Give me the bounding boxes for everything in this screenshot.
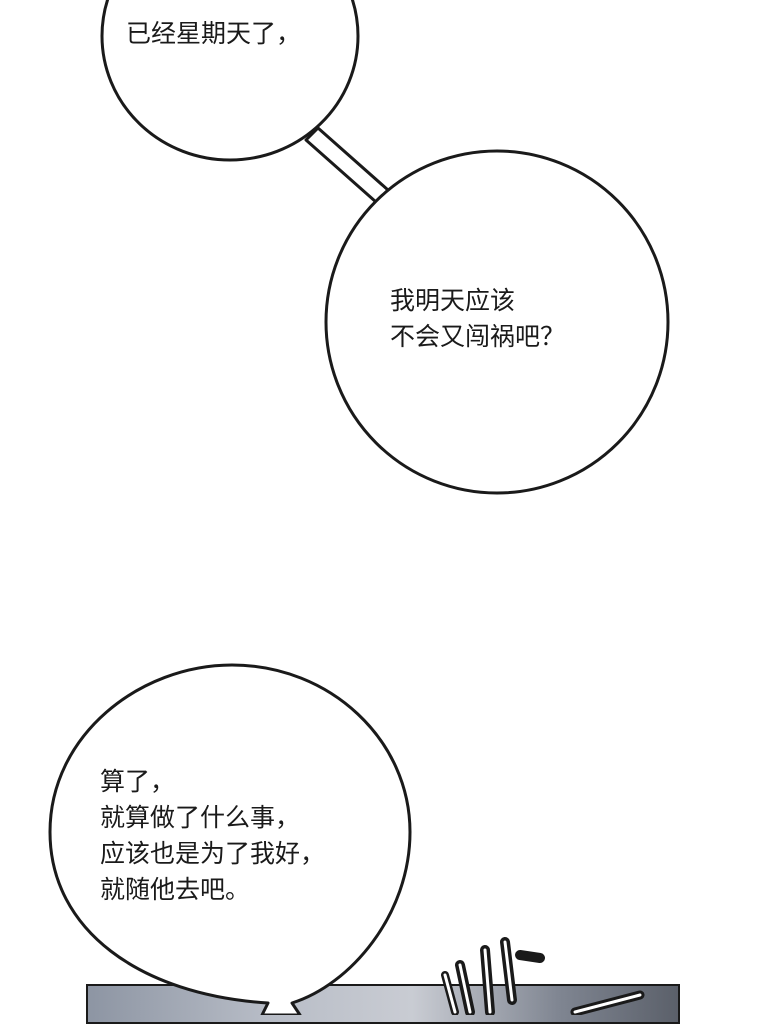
bubble-line: 就算做了什么事， [100,803,301,832]
bubble-top-text: 已经星期天了， [126,16,301,52]
bubble-connector [304,126,390,204]
bubble-line: 我明天应该 [390,286,516,315]
bubble-line: 算了， [100,767,176,796]
speech-bubble-bottom [48,663,412,1015]
sfx-highlight [443,940,642,1014]
bubble-line: 应该也是为了我好， [100,839,326,868]
speech-bubble-middle [324,149,670,495]
bubble-line: 就随他去吧。 [100,875,251,904]
bubble-line: 不会又闯祸吧？ [390,322,566,351]
bubble-line: 已经星期天了， [126,19,302,48]
bubble-bottom-text: 算了， 就算做了什么事， 应该也是为了我好， 就随他去吧。 [100,764,325,908]
speech-bubble-top [100,0,360,162]
bubble-middle-text: 我明天应该 不会又闯祸吧？ [390,283,565,355]
